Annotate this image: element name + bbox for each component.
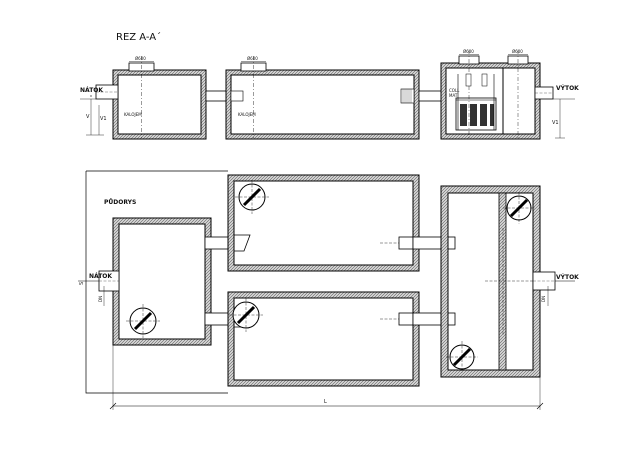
plan-inlet: NÁTOK DN S bbox=[78, 270, 120, 306]
section-inlet-pipe: NÁTOK V V1 bbox=[80, 84, 119, 136]
filter-media bbox=[455, 97, 497, 131]
section-outlet-dim: V1 bbox=[552, 120, 559, 126]
section-tank-2: Ø600 KALOJEM bbox=[225, 56, 420, 140]
section-sludge-label-2: KALOJEM bbox=[238, 112, 256, 117]
section-diameter-1: Ø600 bbox=[135, 56, 146, 61]
section-diameter-2: Ø600 bbox=[247, 56, 258, 61]
section-coll-label-2: MAT bbox=[449, 93, 458, 98]
section-tank-1: Ø600 KALOJEM bbox=[112, 56, 207, 140]
plan-dimension-l: L bbox=[109, 345, 544, 410]
section-outlet-label: VÝTOK bbox=[556, 85, 579, 92]
section-sludge-label-1: KALOJEM bbox=[124, 112, 142, 117]
plan-outlet: VÝTOK DN bbox=[532, 271, 579, 306]
plan-inlet-dn: DN bbox=[98, 296, 103, 302]
section-diameter-3b: Ø600 bbox=[512, 49, 523, 54]
section-outlet-pipe: VÝTOK V1 bbox=[534, 85, 579, 139]
plan-tank-3-partition bbox=[498, 192, 507, 371]
section-dim-v: V bbox=[86, 114, 90, 120]
section-dim-v1: V1 bbox=[100, 116, 107, 122]
plan-tank-2a bbox=[227, 174, 430, 272]
section-inlet-label: NÁTOK bbox=[80, 87, 103, 94]
plan-dim-l-label: L bbox=[324, 399, 327, 405]
section-tank-3: Ø600 Ø600 COLL MAT bbox=[440, 49, 541, 140]
plan-title: PŮDORYS bbox=[104, 199, 136, 206]
plan-tank-3 bbox=[440, 185, 550, 378]
section-pipe-2-3 bbox=[418, 90, 445, 102]
plan-tank-1 bbox=[112, 217, 212, 346]
section-title: REZ A-A´ bbox=[116, 31, 161, 43]
section-diameter-3a: Ø600 bbox=[463, 49, 474, 54]
section-coll-label-1: COLL bbox=[449, 88, 460, 93]
plan-inlet-label: NÁTOK bbox=[89, 273, 112, 280]
plan-dim-s: S bbox=[79, 282, 85, 285]
plan-outlet-label: VÝTOK bbox=[556, 274, 579, 281]
plan-tank-2b bbox=[227, 291, 430, 387]
plan-outlet-dn: DN bbox=[541, 296, 546, 302]
